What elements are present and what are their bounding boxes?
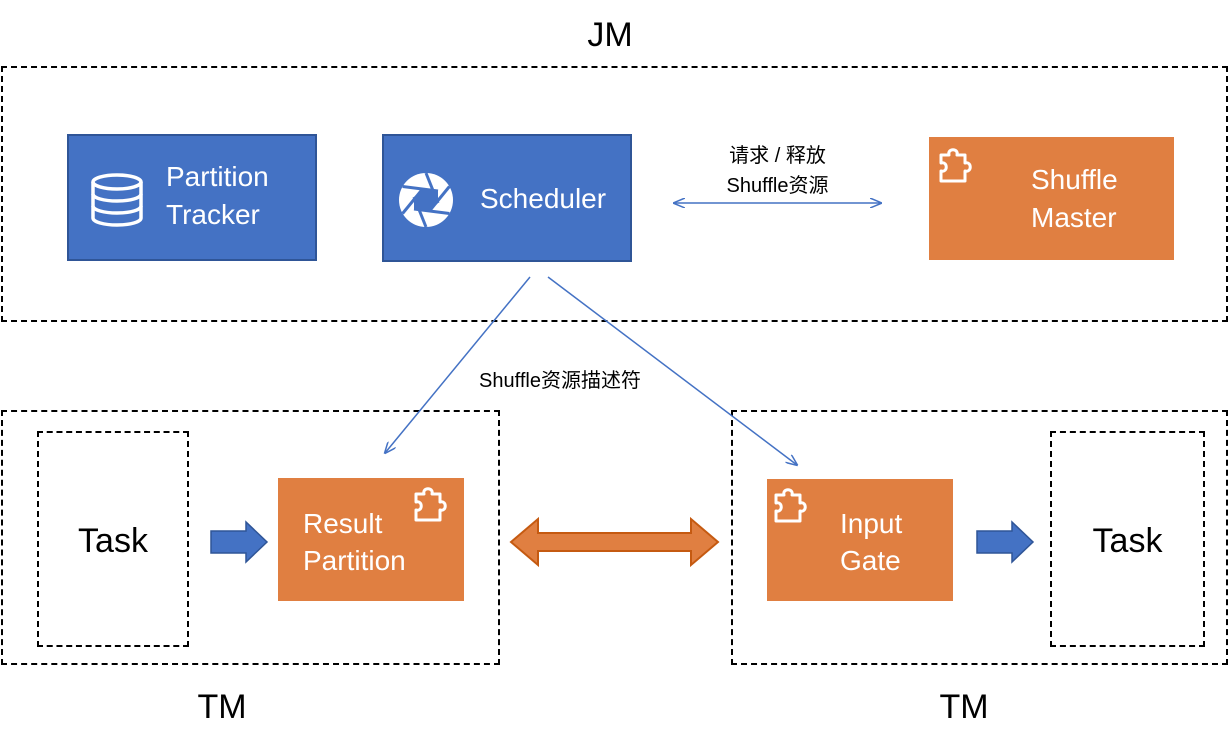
- descriptor-label: Shuffle资源描述符: [479, 370, 641, 392]
- scheduler-to-result-partition-arrow: [385, 276, 531, 453]
- puzzle-icon: [939, 148, 972, 183]
- partition-tracker-line2: Tracker: [166, 199, 260, 230]
- task-right-label: Task: [1092, 522, 1163, 560]
- scheduler-box[interactable]: Scheduler: [382, 134, 632, 262]
- partition-tracker-line1: Partition: [166, 161, 269, 192]
- task-to-result-partition-arrow: [210, 520, 269, 564]
- database-icon: [91, 173, 143, 227]
- request-release-line2: Shuffle资源: [726, 175, 829, 197]
- scheduler-to-input-gate-arrow: [547, 276, 797, 465]
- task-left-label: Task: [78, 522, 148, 560]
- puzzle-icon: [774, 488, 807, 523]
- input-gate-line1: Input: [840, 508, 903, 539]
- input-gate-to-task-arrow: [976, 520, 1035, 564]
- shuffle-master-box[interactable]: Shuffle Master: [929, 137, 1174, 260]
- jm-container: [1, 66, 1228, 322]
- result-partition-box[interactable]: Result Partition: [278, 478, 464, 601]
- result-partition-input-gate-arrow: [509, 516, 720, 568]
- partition-tracker-box[interactable]: Partition Tracker: [67, 134, 317, 261]
- scheduler-label: Scheduler: [480, 183, 607, 214]
- result-partition-line2: Partition: [303, 545, 406, 576]
- task-left-box: [37, 431, 189, 647]
- shuffle-master-line1: Shuffle: [1031, 164, 1118, 195]
- input-gate-line2: Gate: [840, 545, 901, 576]
- shuffle-master-line2: Master: [1031, 202, 1117, 233]
- shutter-icon: [399, 172, 453, 228]
- task-right-box: [1050, 431, 1205, 647]
- tm-right-label: TM: [939, 688, 989, 726]
- jm-label: JM: [587, 16, 633, 54]
- tm-left-container: [1, 410, 500, 665]
- tm-left-label: TM: [197, 688, 247, 726]
- puzzle-icon: [414, 487, 447, 522]
- input-gate-box[interactable]: Input Gate: [767, 479, 953, 601]
- request-release-line1: 请求 / 释放: [729, 145, 826, 167]
- tm-right-container: [731, 410, 1228, 665]
- result-partition-line1: Result: [303, 508, 383, 539]
